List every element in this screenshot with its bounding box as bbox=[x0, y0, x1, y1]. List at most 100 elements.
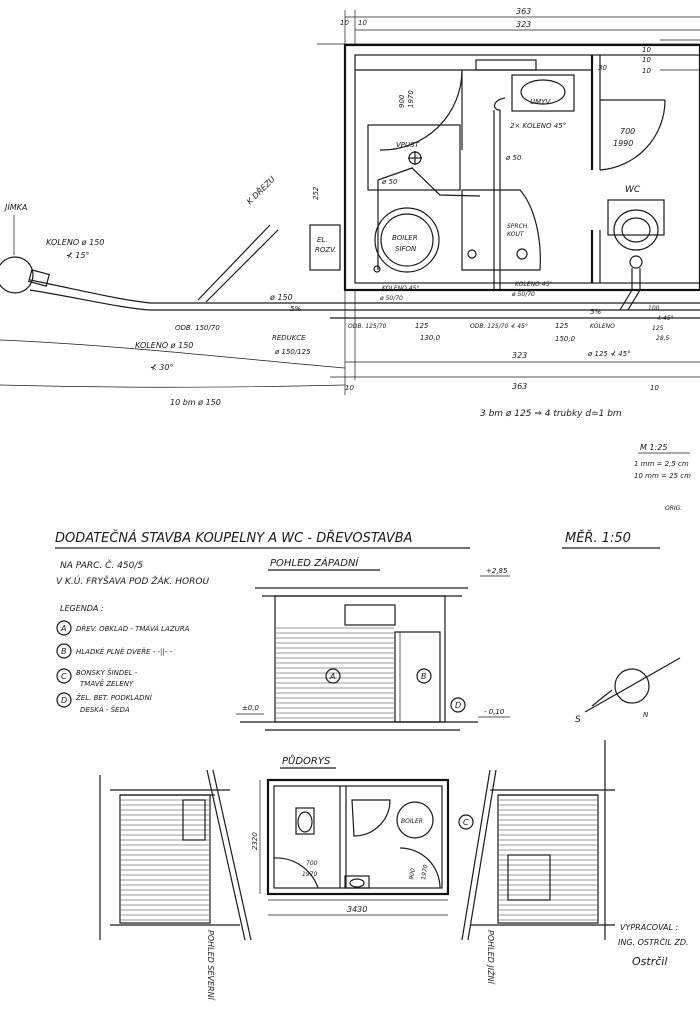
west-elevation: POHLED ZÁPADNÍ A B D +2,85 ±0,0 - 0,10 bbox=[236, 556, 510, 731]
north-elevation: POHLED SEVERNÍ bbox=[99, 769, 252, 1002]
dim-45: ⊀ 45° bbox=[656, 315, 674, 322]
parcel-1: NA PARC. Č. 450/5 bbox=[60, 559, 143, 571]
el-label: EL. bbox=[317, 236, 328, 244]
boiler-label: BOILER bbox=[392, 234, 418, 242]
len-10bm-label: 10 bm ø 150 bbox=[170, 398, 221, 407]
door-a-h: 1970 bbox=[302, 871, 317, 878]
legend-key-a: A bbox=[60, 624, 66, 633]
dim-10-right-a: 10 bbox=[642, 46, 651, 54]
el-label-2: ROZV. bbox=[315, 246, 336, 254]
scale-2: 10 mm = 25 cm bbox=[634, 472, 691, 480]
dim-363-top: 363 bbox=[516, 7, 531, 16]
redukce-label-2: ø 150/125 bbox=[274, 348, 311, 356]
dim-10-bottom-b: 10 bbox=[650, 384, 659, 392]
odb-label: ODB. 150/70 bbox=[175, 324, 220, 332]
door2-w: 700 bbox=[620, 127, 635, 136]
koleno150-label: KOLENO ø 150 bbox=[46, 238, 104, 247]
koleno150-label-2: ⊀ 15° bbox=[66, 251, 89, 260]
scale-m: M 1:25 bbox=[640, 443, 667, 452]
koleno45a: KOLENO 45° bbox=[382, 285, 419, 292]
door1-w: 900 bbox=[398, 94, 406, 108]
elev-zero: ±0,0 bbox=[242, 704, 260, 712]
koleno45b: KOLENO 45° bbox=[515, 281, 552, 288]
made-by: VYPRACOVAL : bbox=[620, 923, 679, 932]
sheet-scale: MĚŘ. 1:50 bbox=[565, 530, 631, 546]
pipe150-label: ø 150 bbox=[269, 293, 293, 302]
door2-h: 1990 bbox=[613, 139, 633, 148]
knee-label: 2× KOLENO 45° bbox=[510, 122, 566, 130]
dim-125a: 125 bbox=[415, 322, 429, 330]
legend: LEGENDA : A DŘEV. OBKLAD - TMAVÁ LAZURA … bbox=[56, 604, 190, 714]
door-b-w: 900 bbox=[408, 868, 417, 881]
door-b-h: 1970 bbox=[420, 864, 430, 880]
door-a-w: 700 bbox=[306, 860, 318, 867]
author-name: ING. OSTRČIL ZD. bbox=[618, 936, 689, 947]
floor-plan: PŮDORYS BOILER 700 1970 900 1970 2320 34… bbox=[251, 754, 474, 916]
legend-key-b: B bbox=[61, 647, 67, 656]
slope2-label: 5% bbox=[590, 308, 601, 316]
koleno150b-label-2: ⊀ 30° bbox=[150, 363, 173, 372]
author-block: VYPRACOVAL : ING. OSTRČIL ZD. Ostrčil bbox=[618, 923, 689, 968]
dim-363-bottom: 363 bbox=[512, 382, 527, 391]
legend-key-c: C bbox=[61, 672, 67, 681]
dim-10-right-b: 10 bbox=[642, 56, 651, 64]
dim-10-bottom-a: 10 bbox=[345, 384, 354, 392]
phi-50-70b: ø 50/70 bbox=[511, 291, 535, 298]
slope-label: 5% bbox=[290, 305, 301, 313]
dim-1500: 150,0 bbox=[555, 335, 576, 343]
door1-h: 1970 bbox=[407, 90, 415, 108]
dim-323-top: 323 bbox=[516, 20, 531, 29]
compass-n: N bbox=[643, 711, 649, 719]
dim-125b: 125 bbox=[555, 322, 569, 330]
dim-1300: 130,0 bbox=[420, 334, 441, 342]
signature: Ostrčil bbox=[632, 955, 667, 968]
phi50-v: ø 50 bbox=[505, 154, 522, 162]
legend-text-b: HLADKÉ PLNÉ DVEŘE - -||- - bbox=[76, 647, 172, 656]
legend-text-c2: TMAVĚ ZELENÝ bbox=[80, 679, 134, 688]
legend-key-d: D bbox=[61, 696, 67, 705]
marker-b: B bbox=[421, 672, 427, 681]
dim-10-top-b: 10 bbox=[358, 19, 367, 27]
width-dim: 3430 bbox=[347, 905, 367, 914]
marker-c: C bbox=[463, 818, 469, 827]
compass-s: S bbox=[575, 715, 581, 725]
plan-boiler: BOILER bbox=[401, 818, 423, 825]
elev-minus: - 0,10 bbox=[484, 708, 505, 716]
dim-10-top-a: 10 bbox=[340, 19, 349, 27]
plan-title: PŮDORYS bbox=[282, 754, 331, 767]
vpust-label: VPUST bbox=[396, 141, 420, 149]
south-elevation: POHLED JIŽNÍ bbox=[461, 740, 615, 986]
marker-a: A bbox=[329, 672, 335, 681]
phi125-45: ø 125 ⊀ 45° bbox=[587, 350, 631, 358]
phi50-label: ø 50 bbox=[381, 178, 398, 186]
len-3bm-label: 3 bm ø 125 ⇒ 4 trubky d=1 bm bbox=[480, 409, 622, 419]
koleno150b-label: KOLENO ø 150 bbox=[135, 341, 193, 350]
shower-label: SPRCH. bbox=[507, 223, 529, 230]
wc-label: WC bbox=[625, 185, 641, 195]
sink-label: UMYV. bbox=[530, 98, 552, 106]
marker-d: D bbox=[455, 701, 461, 710]
phi-50-70: ø 50/70 bbox=[379, 295, 403, 302]
orig-label: ORIG. bbox=[665, 505, 682, 512]
odb125a: ODB. 125/70 bbox=[348, 323, 387, 330]
redukce-label: REDUKCE bbox=[272, 334, 306, 342]
koleno-r: KOLENO bbox=[590, 323, 615, 330]
sifon-label: SIFON bbox=[395, 245, 417, 253]
view-west-label: POHLED ZÁPADNÍ bbox=[270, 556, 359, 569]
shower-label-2: KOUT bbox=[507, 231, 525, 238]
dim-125c: 125 bbox=[652, 325, 664, 332]
odb125b: ODB. 125/70 ⊀ 45° bbox=[470, 323, 528, 330]
dim-10-right-c: 10 bbox=[642, 67, 651, 75]
sheet-header: DODATEČNÁ STAVBA KOUPELNY A WC - DŘEVOST… bbox=[55, 530, 660, 587]
dim-30: 30 bbox=[598, 64, 607, 72]
view-south-1: POHLED JIŽNÍ bbox=[486, 930, 497, 986]
k-drezu-label: K DŘEZU bbox=[244, 173, 277, 206]
jimka-label: JÍMKA bbox=[3, 201, 27, 212]
legend-text-c1: BONSKÝ ŠINDEL - bbox=[76, 668, 138, 677]
view-north-1: POHLED SEVERNÍ bbox=[206, 930, 217, 1002]
scale-1: 1 mm = 2,5 cm bbox=[634, 460, 689, 468]
detail-plan: 363 323 10 10 10 10 10 30 900 1970 700 1… bbox=[0, 7, 700, 512]
dim-285: 28,5 bbox=[656, 335, 670, 342]
depth-dim: 2320 bbox=[251, 832, 259, 850]
